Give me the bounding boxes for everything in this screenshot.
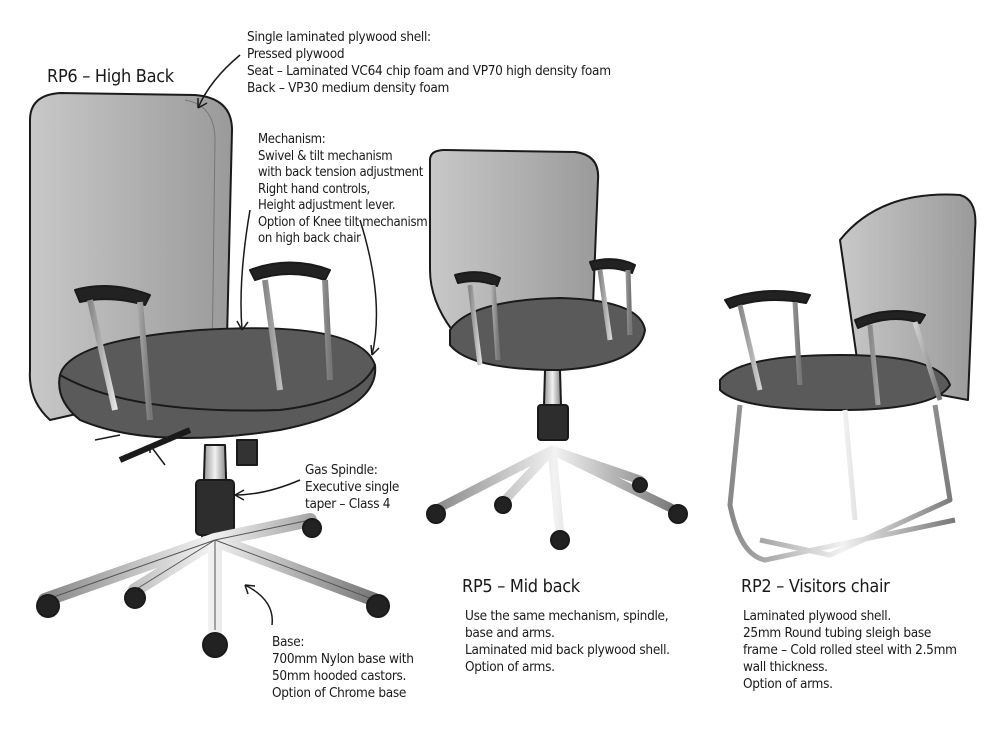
note-line: Gas Spindle: [305, 462, 378, 478]
note-line: Use the same mechanism, spindle, [465, 608, 669, 624]
rp5-title: RP5 – Mid back [462, 576, 580, 597]
rp5-chair-drawing [426, 149, 688, 550]
note-line: Executive single [305, 479, 400, 495]
rp5-note: Use the same mechanism, spindle, base an… [465, 608, 670, 676]
note-line: Seat – Laminated VC64 chip foam and VP70… [247, 63, 611, 79]
rp2-chair-drawing [719, 193, 977, 563]
note-line: Pressed plywood [247, 46, 345, 62]
note-line: Option of Chrome base [272, 685, 407, 701]
note-line: Back – VP30 medium density foam [247, 80, 450, 96]
rp6-shell-note: Single laminated plywood shell: Pressed … [247, 29, 611, 97]
note-line: base and arms. [465, 625, 555, 641]
note-line: Option of arms. [743, 676, 833, 692]
note-line: 25mm Round tubing sleigh base [743, 625, 932, 641]
note-line: Option of Knee tilt mechanism [258, 214, 428, 230]
rp6-chair-drawing [28, 92, 390, 658]
note-line: on high back chair [258, 231, 361, 246]
note-line: frame – Cold rolled steel with 2.5mm [743, 642, 957, 658]
note-line: Right hand controls, [258, 181, 370, 197]
callout-arrows [94, 54, 380, 626]
note-line: 700mm Nylon base with [272, 651, 414, 667]
note-line: wall thickness. [743, 659, 828, 675]
rp6-title: RP6 – High Back [47, 66, 174, 87]
note-line: Option of arms. [465, 659, 555, 675]
note-line: Laminated plywood shell. [743, 608, 891, 624]
rp6-mechanism-note: Mechanism: Swivel & tilt mechanism with … [258, 132, 428, 248]
note-line: taper – Class 4 [305, 496, 391, 512]
note-line: Laminated mid back plywood shell. [465, 642, 670, 658]
note-line: 50mm hooded castors. [272, 668, 407, 684]
note-line: Base: [272, 634, 305, 650]
note-line: Mechanism: [258, 132, 326, 147]
note-line: Height adjustment lever. [258, 198, 396, 213]
rp2-title: RP2 – Visitors chair [741, 576, 890, 597]
rp6-base-note: Base: 700mm Nylon base with 50mm hooded … [272, 634, 414, 702]
rp6-spindle-note: Gas Spindle: Executive single taper – Cl… [305, 462, 399, 513]
note-line: Swivel & tilt mechanism [258, 148, 393, 164]
note-line: with back tension adjustment [258, 165, 423, 180]
rp2-note: Laminated plywood shell. 25mm Round tubi… [743, 608, 957, 693]
note-line: Single laminated plywood shell: [247, 29, 431, 45]
